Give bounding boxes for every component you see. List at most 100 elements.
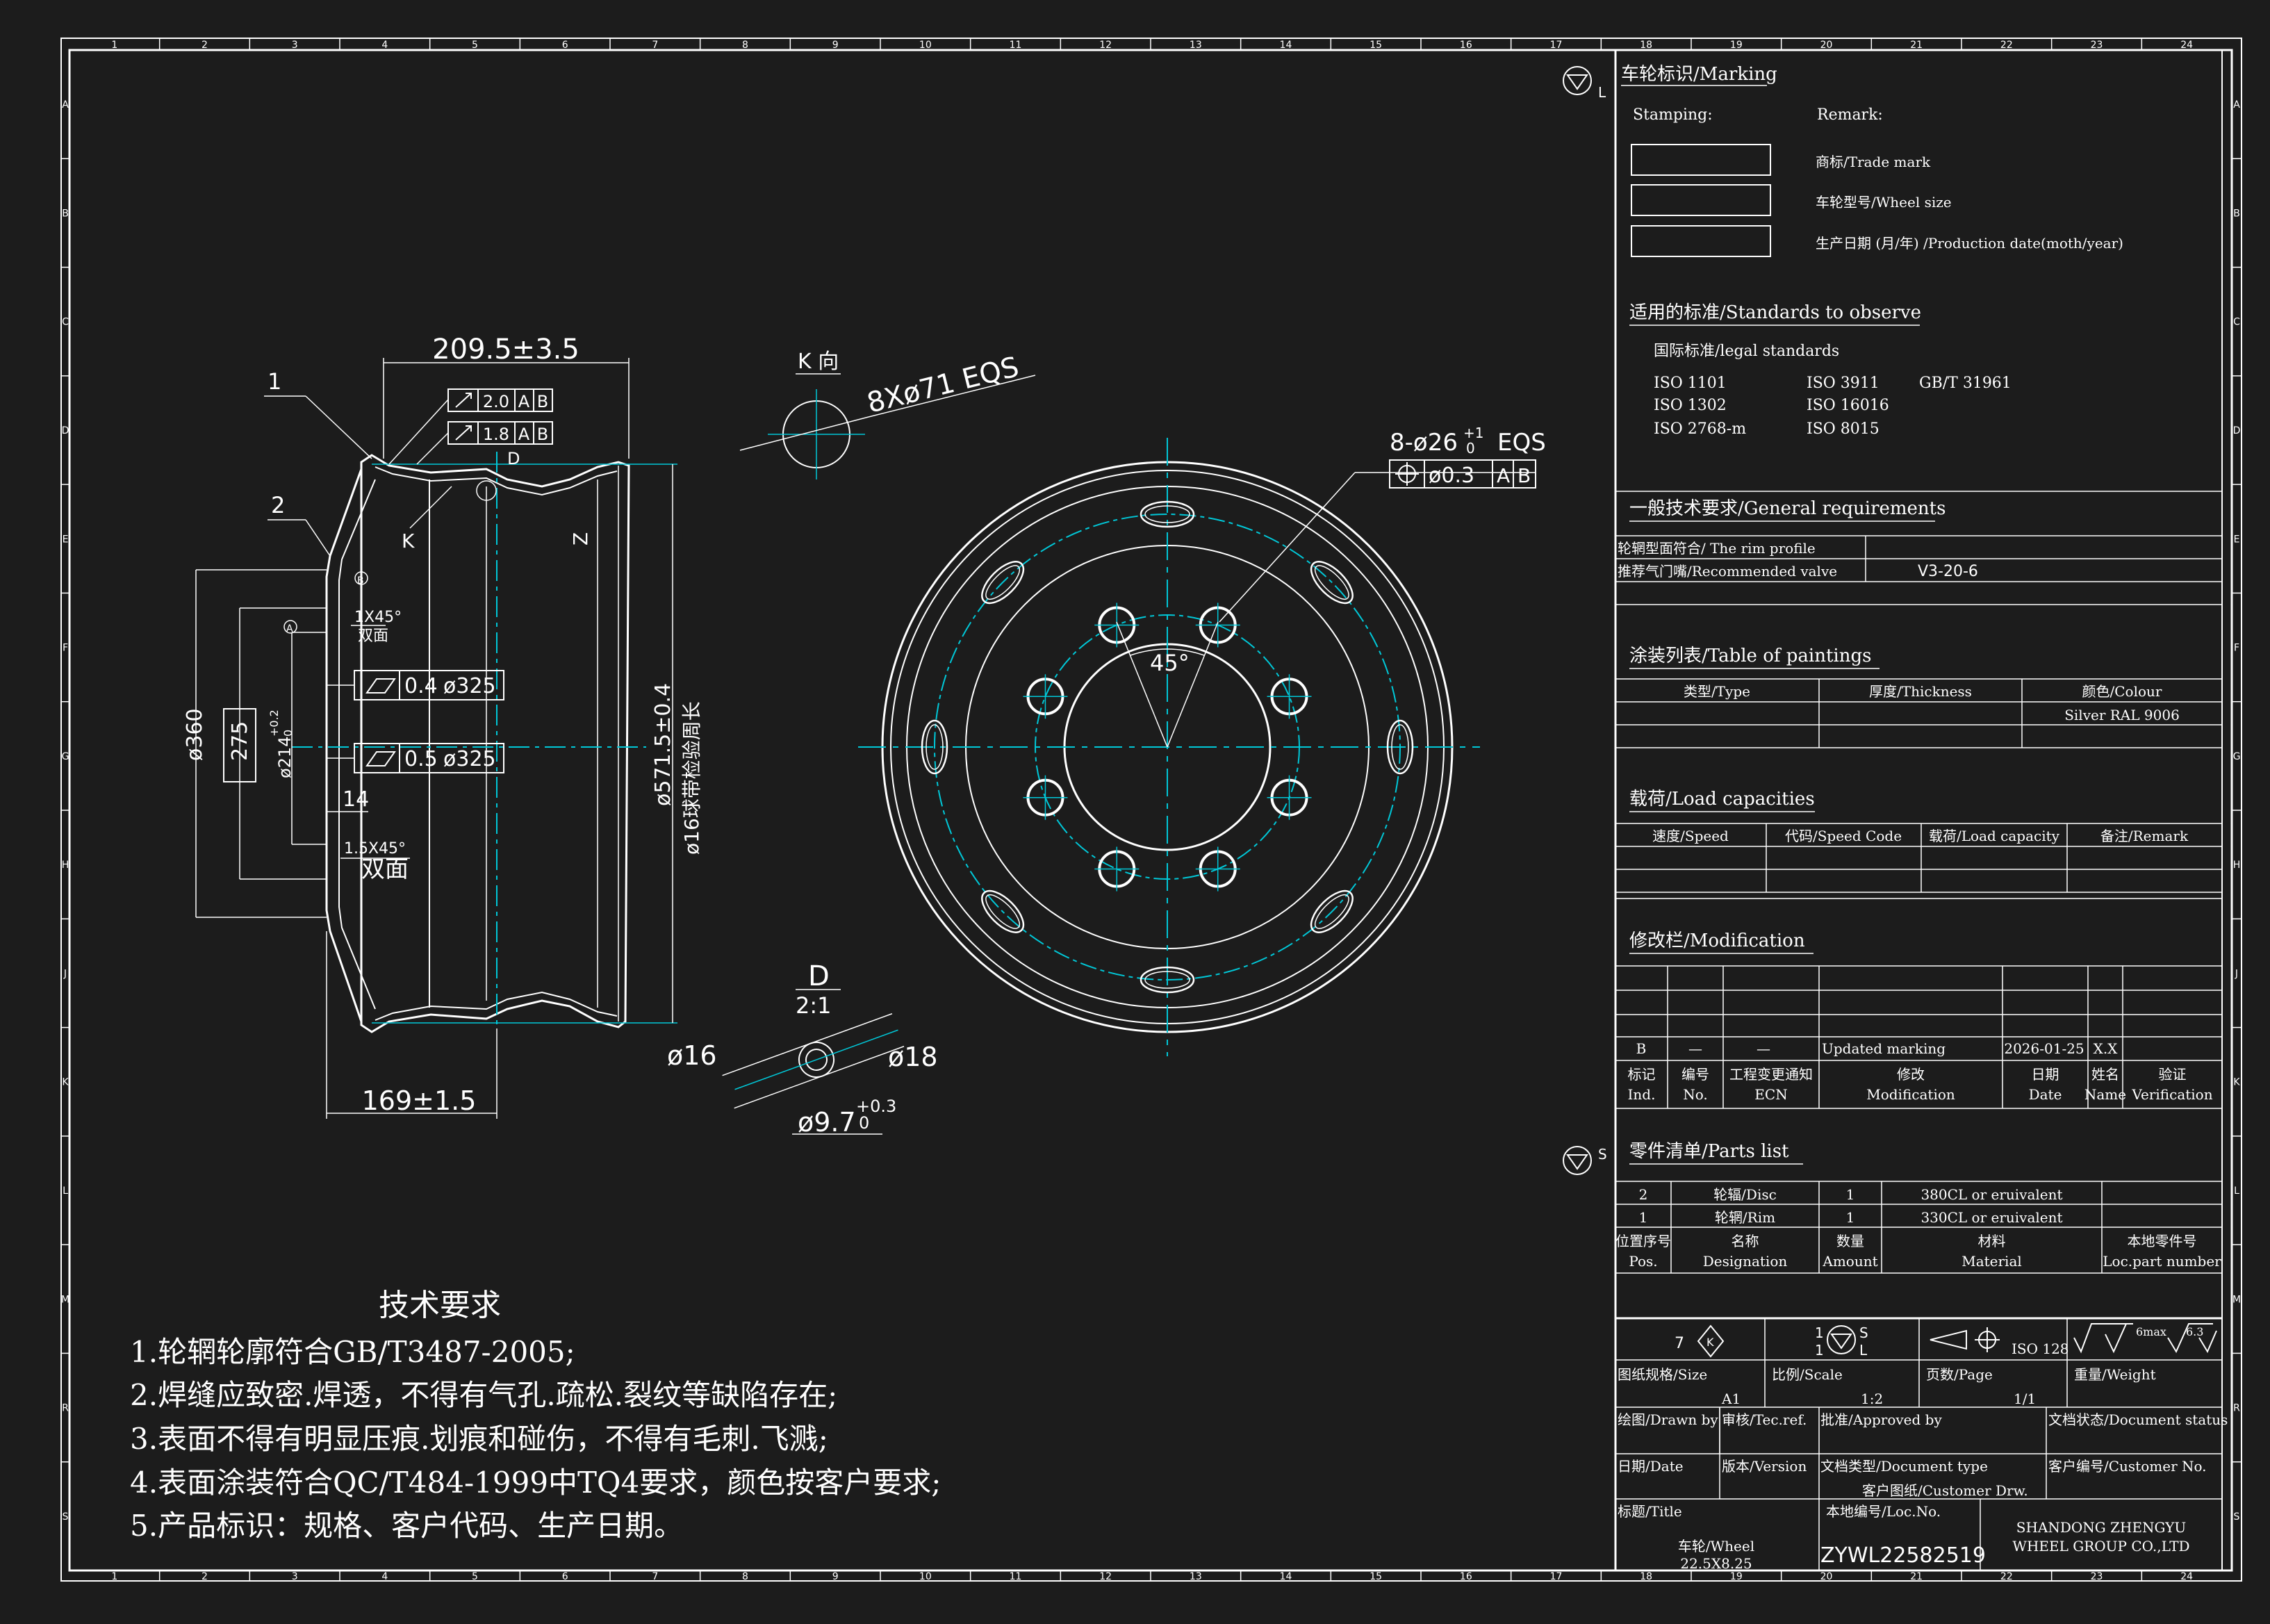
frame-col-label: 9 <box>832 1571 839 1582</box>
flatness-value-1: 2.0 <box>483 392 509 411</box>
frame-row-label: D <box>2233 425 2241 436</box>
frame-row-label: B <box>62 208 69 219</box>
load-header-remark: 备注/Remark <box>2100 828 2189 844</box>
frame-col-label: 8 <box>742 40 748 51</box>
standard-iso8015: ISO 8015 <box>1807 420 1880 438</box>
company-line-1: SHANDONG ZHENGYU <box>2016 1519 2186 1536</box>
frame-col-label: 13 <box>1190 40 1202 51</box>
mod-header-cn: 编号 <box>1681 1066 1709 1083</box>
parts-header-cn: 材料 <box>1978 1233 2006 1249</box>
vent-hole <box>1140 966 1195 994</box>
detail-d: D 2:1 ø16 ø18 ø9.7 +0.3 0 <box>667 960 938 1138</box>
weight-label: 重量/Weight <box>2074 1366 2156 1383</box>
mod-name: X.X <box>2094 1040 2119 1057</box>
parts-cell: 1 <box>1846 1186 1855 1203</box>
mod-header-cn: 标记 <box>1628 1066 1656 1083</box>
side-l-label: L <box>1598 84 1606 101</box>
date-label: 日期/Date <box>1618 1458 1684 1475</box>
parts-header-cn: 位置序号 <box>1615 1233 1671 1249</box>
note-3: 3.表面不得有明显压痕.划痕和碰伤，不得有毛刺.飞溅; <box>130 1422 828 1456</box>
rough-2: 6.3 <box>2186 1325 2203 1338</box>
frame-col-label: 10 <box>919 1571 932 1582</box>
frame-row-label: F <box>63 643 68 654</box>
frame-row-label: B <box>2233 208 2240 219</box>
frame-col-label: 1 <box>111 1571 117 1582</box>
frame-col-label: 11 <box>1010 1571 1022 1582</box>
marking-box-3 <box>1631 225 1771 257</box>
frame: 1122334455667788991010111112121313141415… <box>60 38 2242 1582</box>
sym-k: K <box>1706 1336 1714 1349</box>
frame-row-label: S <box>63 1511 69 1523</box>
frame-row-label: R <box>2233 1403 2240 1414</box>
frame-col-label: 22 <box>2000 40 2013 51</box>
frame-col-label: 23 <box>2091 40 2103 51</box>
frame-col-label: 6 <box>562 1571 568 1582</box>
frame-col-label: 4 <box>381 1571 388 1582</box>
label-z: Z <box>569 532 592 546</box>
view-k-title: K 向 <box>798 350 839 374</box>
rim-profile-label: 轮辋型面符合/ The rim profile <box>1618 540 1816 557</box>
frame-col-label: 24 <box>2180 40 2193 51</box>
mod-header-cn: 验证 <box>2159 1066 2187 1083</box>
frame-col-label: 2 <box>201 40 208 51</box>
mod-header-cn: 日期 <box>2032 1066 2059 1083</box>
vent-hole <box>981 889 1025 933</box>
frame-row-label: H <box>2233 860 2241 871</box>
frame-col-label: 14 <box>1280 40 1292 51</box>
parts-header-en: Designation <box>1703 1253 1788 1270</box>
rough-1: 6max <box>2136 1325 2166 1338</box>
frame-col-label: 1 <box>111 40 117 51</box>
mod-header-en: Modification <box>1866 1086 1955 1103</box>
frame-row-label: E <box>63 534 69 545</box>
technical-notes: 技术要求 1.轮辋轮廓符合GB/T3487-2005; 2.焊缝应致密.焊透，不… <box>130 1288 941 1543</box>
size-value: A1 <box>1721 1391 1741 1407</box>
parts-cell: 380CL or eruivalent <box>1921 1186 2062 1203</box>
chamfer-2: 1.5X45° <box>344 840 406 858</box>
frame-col-label: 7 <box>652 1571 658 1582</box>
frame-col-label: 22 <box>2000 1571 2013 1582</box>
valve-label: 推荐气门嘴/Recommended valve <box>1618 563 1837 580</box>
bolt-eqs: EQS <box>1497 429 1546 457</box>
mod-header-en: Verification <box>2131 1086 2212 1103</box>
parts-title: 零件清单/Parts list <box>1629 1141 1789 1162</box>
chamfer-2-note: 双面 <box>361 855 409 883</box>
frame-col-label: 18 <box>1640 1571 1652 1582</box>
parts-cell: 轮辐/Disc <box>1713 1186 1777 1203</box>
loc-number: ZYWL22582519 <box>1820 1543 1986 1568</box>
frame-col-label: 21 <box>1910 1571 1923 1582</box>
frame-col-label: 3 <box>292 1571 298 1582</box>
loads-title: 载荷/Load capacities <box>1629 789 1815 810</box>
frame-col-label: 19 <box>1730 40 1743 51</box>
detail-d-97-tol-lower: 0 <box>859 1113 869 1133</box>
frame-col-label: 12 <box>1099 40 1112 51</box>
version-label: 版本/Version <box>1722 1458 1807 1475</box>
note-1: 1.轮辋轮廓符合GB/T3487-2005; <box>130 1335 575 1369</box>
flatness-datum-a: A <box>518 392 530 411</box>
detail-d-16: ø16 <box>667 1040 717 1071</box>
frame-row-label: A <box>62 99 69 110</box>
sym-l: L <box>1859 1342 1868 1359</box>
title-cn: 车轮/Wheel <box>1678 1538 1754 1555</box>
frame-col-label: 2 <box>201 1571 208 1582</box>
standards-title: 适用的标准/Standards to observe <box>1629 302 1921 323</box>
frame-row-label: C <box>2233 317 2240 328</box>
dia-214: ø214 <box>275 737 295 779</box>
valve-value: V3-20-6 <box>1918 563 1978 580</box>
frame-row-label: G <box>62 751 69 762</box>
parts-header-cn: 本地零件号 <box>2128 1233 2197 1249</box>
dim-14: 14 <box>343 787 369 812</box>
marking-item-1: 商标/Trade mark <box>1816 154 1931 170</box>
remark-label: Remark: <box>1817 106 1883 124</box>
frame-col-label: 8 <box>742 1571 748 1582</box>
standard-iso1101: ISO 1101 <box>1654 375 1727 392</box>
notes-title: 技术要求 <box>379 1288 501 1323</box>
vent-hole <box>1310 889 1354 933</box>
load-header-capacity: 载荷/Load capacity <box>1929 828 2060 844</box>
frame-col-label: 15 <box>1370 40 1382 51</box>
chamfer-1-note: 双面 <box>358 628 388 645</box>
parts-cell: 2 <box>1639 1186 1648 1203</box>
dia-16-ball: ø16球带检验周长 <box>680 701 703 855</box>
bolt-tol-lower: 0 <box>1466 440 1475 457</box>
position-tol: ø0.3 <box>1429 464 1474 488</box>
